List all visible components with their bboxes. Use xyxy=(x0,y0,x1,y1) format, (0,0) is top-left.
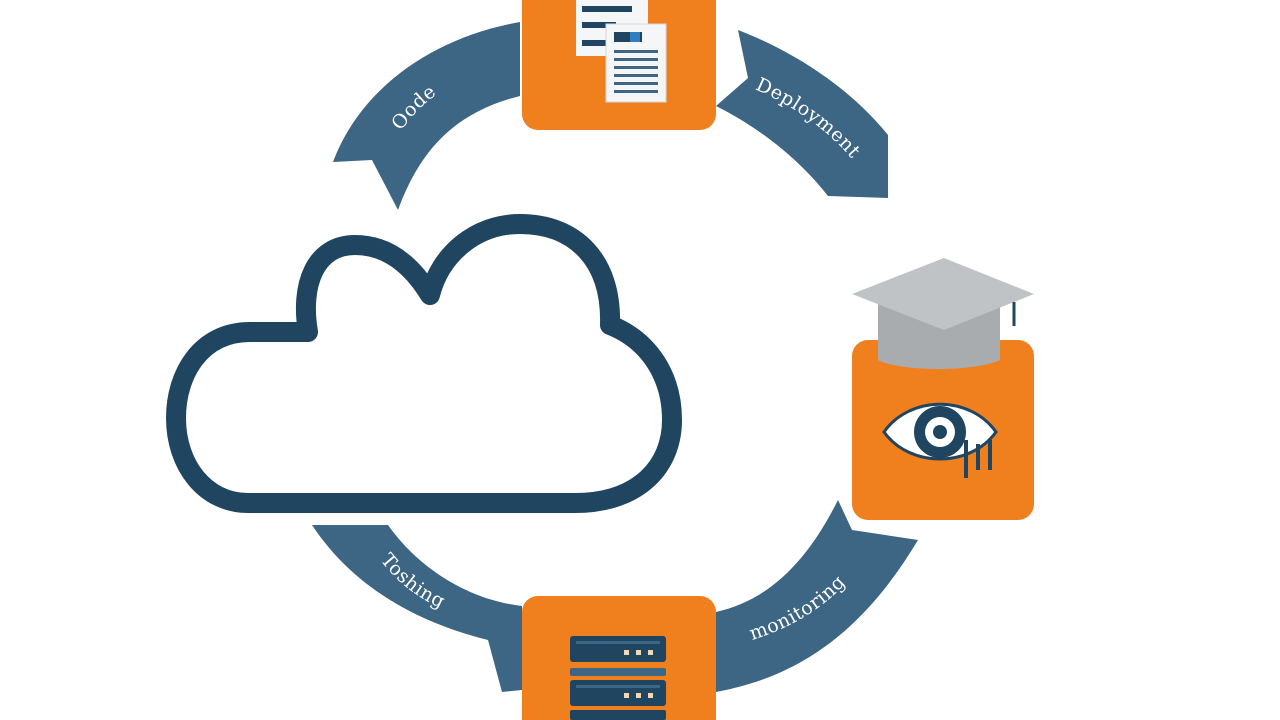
graduation-cap-icon xyxy=(852,258,1034,369)
arc-code-band xyxy=(333,22,520,210)
arc-monitoring: monitoring xyxy=(716,500,918,692)
arc-code: Oode xyxy=(333,22,520,210)
arc-testing-band xyxy=(312,525,522,692)
arc-testing: Toshing xyxy=(312,525,522,692)
eye-icon xyxy=(882,402,998,478)
server-rack-icon xyxy=(570,636,666,720)
document-icon xyxy=(576,0,667,103)
arc-deployment-band xyxy=(716,30,888,198)
node-cloud xyxy=(166,214,682,513)
node-training-review xyxy=(852,258,1034,520)
node-servers xyxy=(522,596,716,720)
cloud-icon xyxy=(166,214,682,513)
arc-monitoring-band xyxy=(716,500,918,692)
node-documents xyxy=(522,0,716,130)
arc-deployment: Deployment xyxy=(716,30,888,198)
